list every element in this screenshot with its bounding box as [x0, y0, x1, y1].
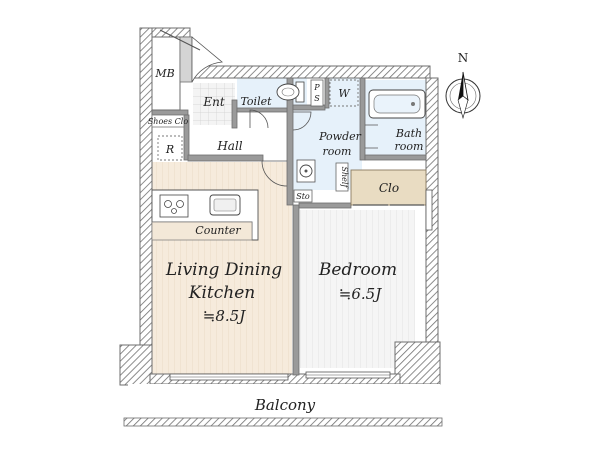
- ldk-size: ≒8.5J: [203, 307, 246, 325]
- toilet-room: Toilet: [240, 81, 305, 108]
- powder-label-line2: room: [323, 145, 352, 158]
- mb-room: MB: [151, 36, 181, 111]
- compass-north-label: N: [458, 51, 469, 65]
- interior-walls: [151, 77, 427, 376]
- washer-label: W: [338, 87, 351, 100]
- side-window[interactable]: [425, 189, 433, 231]
- bedroom-window[interactable]: [305, 371, 391, 379]
- ldk-label-line1: Living Dining: [165, 260, 282, 280]
- ldk-label-line2: Kitchen: [188, 283, 255, 303]
- pipe-space: P S: [310, 79, 324, 107]
- refrigerator-label: R: [165, 143, 174, 156]
- toilet-label: Toilet: [240, 95, 272, 108]
- entrance-door[interactable]: [159, 29, 223, 83]
- entrance-floor: [193, 83, 235, 125]
- mb-label: MB: [154, 67, 174, 80]
- bathtub-icon: [368, 89, 426, 119]
- washer-space: W: [329, 79, 359, 107]
- ldk-door[interactable]: [261, 160, 288, 187]
- kitchen-sink-icon: [209, 194, 241, 216]
- bedroom-label: Bedroom: [318, 260, 397, 280]
- powder-label-line1: Powder: [318, 130, 362, 143]
- shoes-closet: Shoes Clo: [148, 114, 189, 128]
- bath-door[interactable]: [365, 124, 378, 149]
- ldk-window[interactable]: [169, 373, 289, 381]
- shoes-closet-label: Shoes Clo: [148, 117, 189, 126]
- storage-label: Sto: [296, 192, 310, 201]
- closet[interactable]: Clo: [350, 169, 427, 206]
- bath-label-line2: room: [395, 140, 424, 153]
- closet-label: Clo: [379, 181, 399, 195]
- sink-icon: [296, 159, 316, 183]
- washer-floor: [325, 78, 363, 108]
- hall-door[interactable]: [249, 109, 269, 129]
- toilet-icon: [276, 81, 305, 103]
- balcony-label: Balcony: [254, 396, 316, 414]
- pipe-space-label-s: S: [314, 94, 320, 103]
- refrigerator-space: R: [157, 135, 183, 161]
- bedroom-size: ≒6.5J: [339, 285, 382, 303]
- bath-label-line1: Bath: [395, 127, 422, 140]
- stove-icon: [159, 194, 189, 218]
- entrance-label: Ent: [202, 95, 224, 109]
- hall-label: Hall: [216, 139, 242, 153]
- powder-door[interactable]: [292, 111, 312, 131]
- storage: Sto: [293, 189, 313, 203]
- pipe-space-label-p: P: [313, 83, 320, 92]
- counter-label: Counter: [195, 224, 241, 237]
- shelf-label: Shelf: [340, 167, 349, 190]
- shelf: Shelf: [335, 162, 349, 192]
- balcony: Balcony: [123, 384, 443, 427]
- compass-icon: N: [445, 51, 481, 120]
- kitchen-counter: Counter: [151, 189, 259, 241]
